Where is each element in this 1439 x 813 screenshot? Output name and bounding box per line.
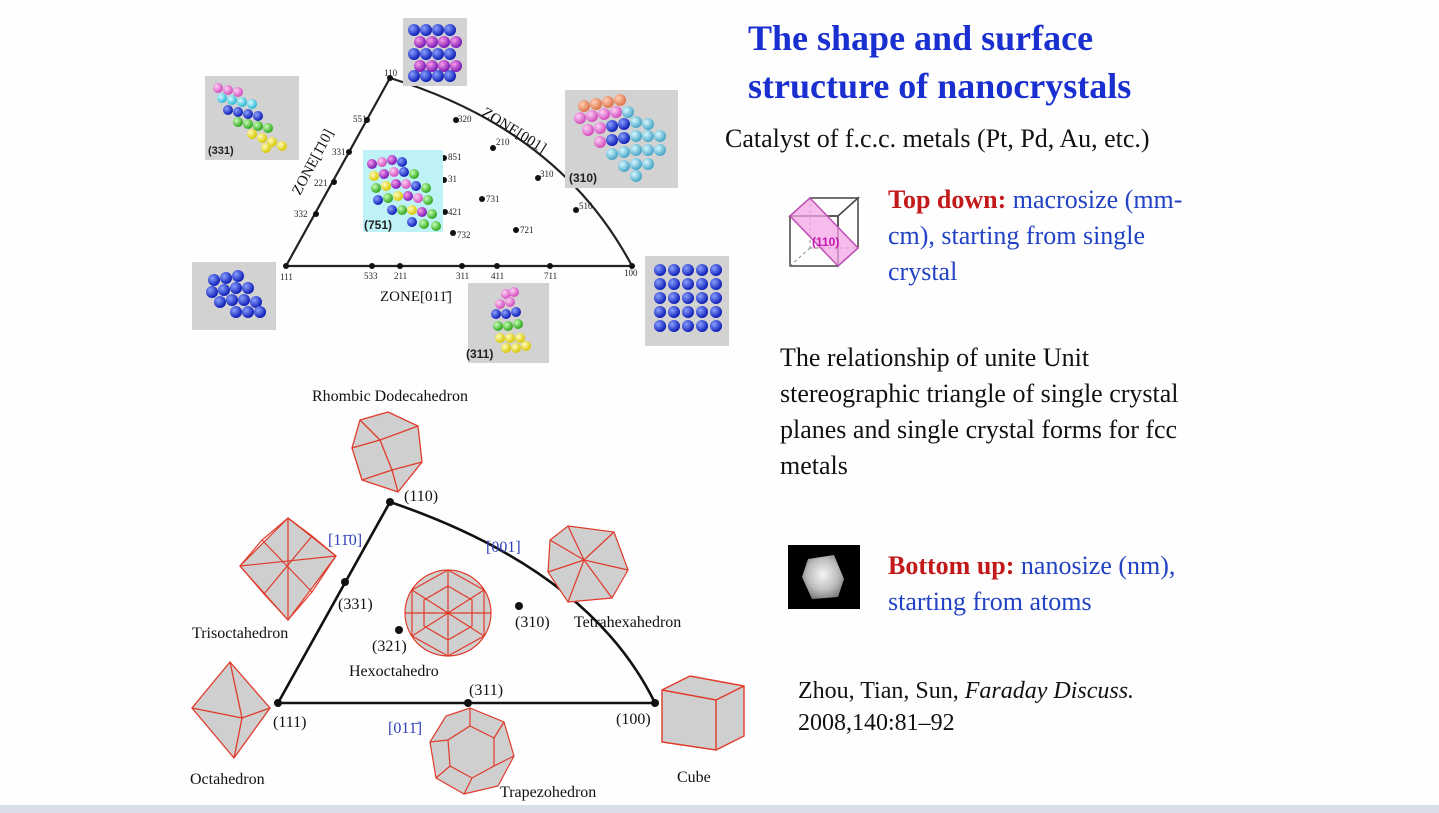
cube-plane-label: (110) bbox=[812, 235, 839, 249]
reference-journal: Faraday Discuss. bbox=[964, 678, 1135, 704]
label-cube: Cube bbox=[677, 769, 711, 786]
model-label-311: (311) bbox=[466, 347, 493, 361]
point-label-210: 210 bbox=[496, 137, 510, 147]
rhombic-dodecahedron-icon bbox=[351, 411, 423, 493]
model-label-331: (331) bbox=[208, 145, 234, 157]
point-label-332: 332 bbox=[294, 209, 308, 219]
model-110-image bbox=[403, 18, 467, 86]
point-label-221: 221 bbox=[314, 178, 328, 188]
model-311-image: (311) bbox=[466, 283, 549, 363]
model-310-image: (310) bbox=[565, 90, 678, 188]
point-label-851: 851 bbox=[448, 152, 462, 162]
model-751-image: (751) bbox=[363, 150, 443, 232]
lower-zone-bottom: [011̄] bbox=[388, 720, 422, 737]
lower-shape-triangle: (110) (111) (100) (331) (310) (311) (321… bbox=[190, 388, 745, 801]
slide-title: The shape and surface structure of nanoc… bbox=[748, 14, 1228, 110]
zone-label-right: ZONE[001] bbox=[479, 105, 549, 157]
zone-label-bottom: ZONE[011̄] bbox=[380, 289, 452, 305]
title-line-2: structure of nanocrystals bbox=[748, 66, 1132, 106]
trapezohedron-icon bbox=[429, 707, 515, 795]
label-octahedron: Octahedron bbox=[190, 771, 265, 788]
subtitle: Catalyst of f.c.c. metals (Pt, Pd, Au, e… bbox=[725, 124, 1150, 153]
vertex-label-111: 111 bbox=[280, 272, 293, 282]
point-label-411: 411 bbox=[491, 271, 504, 281]
lower-zone-left: [11̄0] bbox=[328, 532, 362, 549]
bottom-up-label: Bottom up: bbox=[888, 551, 1015, 580]
vertex-label-110: 110 bbox=[384, 68, 398, 78]
label-trapezohedron: Trapezohedron bbox=[500, 784, 596, 801]
model-100-image bbox=[645, 256, 729, 346]
point-label-731: 731 bbox=[486, 194, 500, 204]
top-down-text: Top down: macrosize (mm-cm), starting fr… bbox=[888, 182, 1208, 290]
bottom-up-text: Bottom up: nanosize (nm), starting from … bbox=[888, 548, 1248, 620]
lower-vertex-110: (110) bbox=[404, 488, 438, 505]
top-down-description: macrosize (mm-cm), starting from single … bbox=[888, 185, 1183, 286]
upper-stereographic-triangle: 110 111 100 551 331 221 332 320 210 310 … bbox=[192, 18, 729, 363]
lower-point-321: (321) bbox=[372, 638, 407, 655]
reference-details: 2008,140:81–92 bbox=[798, 710, 955, 736]
label-tetrahexahedron: Tetrahexahedron bbox=[574, 614, 681, 631]
cube-110-icon: (110) bbox=[788, 196, 860, 268]
lower-point-311: (311) bbox=[469, 682, 503, 699]
lower-point-310: (310) bbox=[515, 614, 550, 631]
point-label-311: 311 bbox=[456, 271, 469, 281]
top-down-label: Top down: bbox=[888, 185, 1007, 214]
model-label-751: (751) bbox=[364, 218, 392, 232]
hexoctahedron-icon bbox=[404, 569, 492, 657]
lower-point-331: (331) bbox=[338, 596, 373, 613]
point-label-331: 331 bbox=[332, 147, 346, 157]
tetrahexahedron-icon bbox=[547, 525, 629, 603]
lower-vertex-111: (111) bbox=[273, 714, 306, 731]
nanocrystal-sem-image bbox=[788, 545, 860, 609]
octahedron-icon bbox=[191, 660, 271, 760]
point-label-533: 533 bbox=[364, 271, 378, 281]
model-label-310: (310) bbox=[569, 171, 597, 185]
cube-icon bbox=[661, 675, 745, 751]
lower-zone-right: [001] bbox=[486, 539, 521, 556]
vertex-label-100: 100 bbox=[624, 268, 638, 278]
bottom-bar bbox=[0, 805, 1439, 813]
point-label-711: 711 bbox=[544, 271, 557, 281]
point-label-211: 211 bbox=[394, 271, 407, 281]
label-rhombic-dodecahedron: Rhombic Dodecahedron bbox=[312, 388, 468, 405]
trisoctahedron-icon bbox=[239, 517, 337, 621]
reference-citation: Zhou, Tian, Sun, Faraday Discuss. 2008,1… bbox=[798, 675, 1218, 739]
relationship-text: The relationship of unite Unit stereogra… bbox=[780, 343, 1179, 480]
point-label-732: 732 bbox=[457, 230, 471, 240]
point-label-421: 421 bbox=[448, 207, 462, 217]
bottom-up-description: nanosize (nm), starting from atoms bbox=[888, 551, 1176, 616]
label-hexoctahedron: Hexoctahedro bbox=[349, 663, 439, 680]
model-111-image bbox=[192, 262, 276, 330]
point-label-551: 551 bbox=[353, 114, 367, 124]
title-line-1: The shape and surface bbox=[748, 18, 1094, 58]
point-label-320: 320 bbox=[458, 114, 472, 124]
label-trisoctahedron: Trisoctahedron bbox=[192, 625, 288, 642]
point-label-31: 31 bbox=[448, 174, 457, 184]
point-label-721: 721 bbox=[520, 225, 534, 235]
point-label-510: 510 bbox=[579, 201, 593, 211]
lower-vertex-100: (100) bbox=[616, 711, 651, 728]
model-331-image: (331) bbox=[205, 76, 299, 160]
point-label-310: 310 bbox=[540, 169, 554, 179]
reference-authors: Zhou, Tian, Sun, bbox=[798, 678, 965, 704]
